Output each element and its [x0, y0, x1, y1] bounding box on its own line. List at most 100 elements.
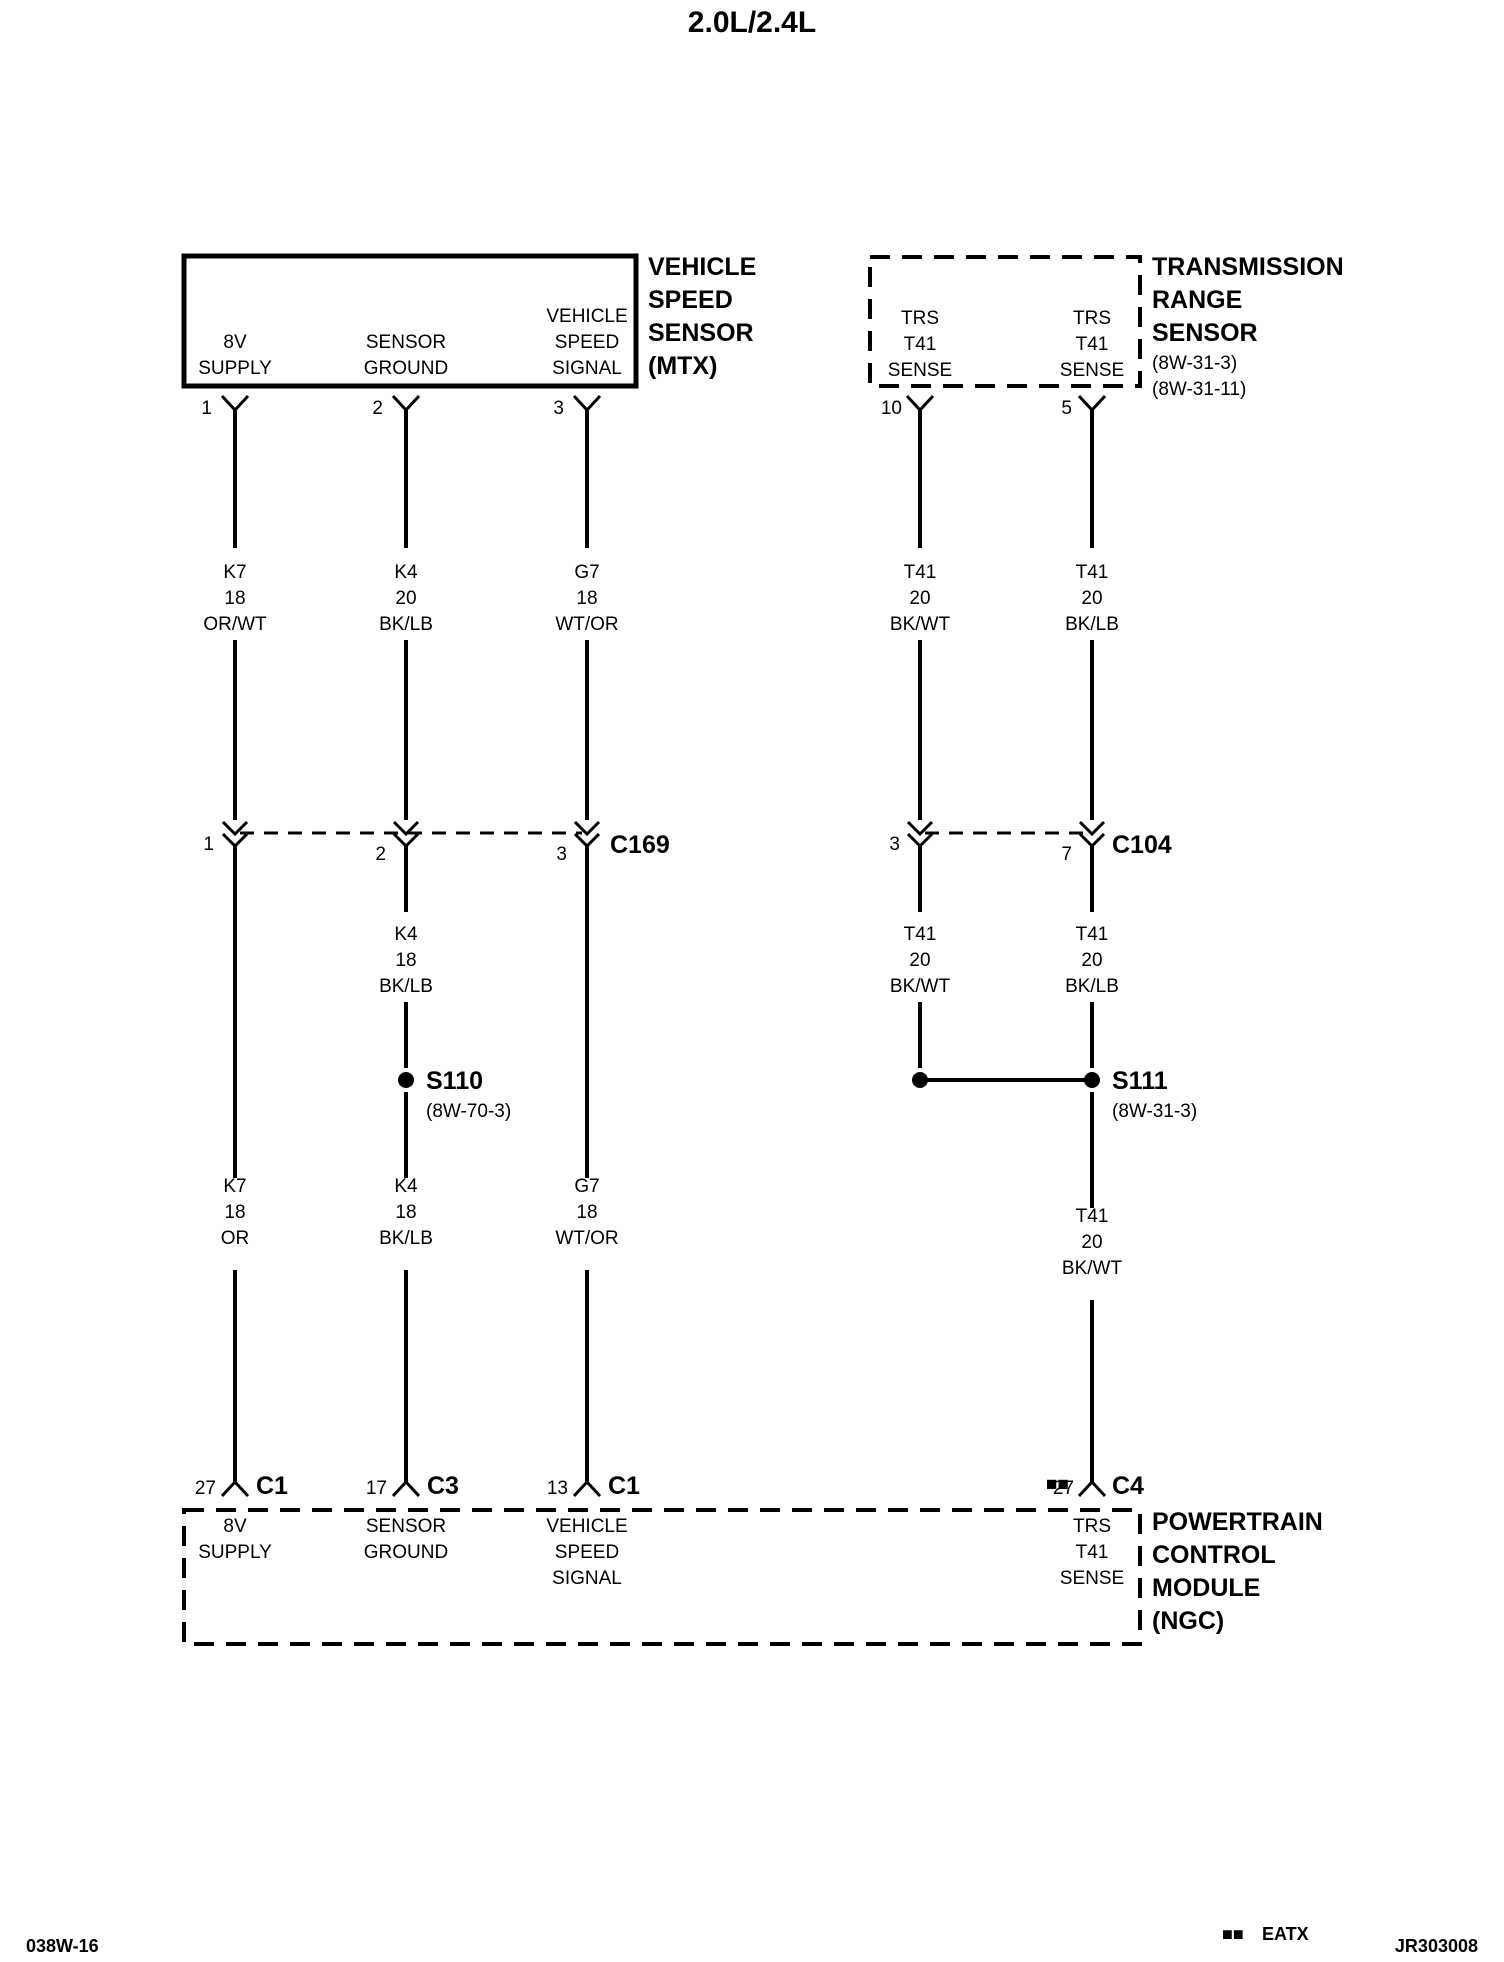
vss-pin-3-label-line-2: SPEED [555, 332, 619, 353]
pcm-name-line-1: POWERTRAIN [1152, 1508, 1323, 1536]
wire-k4-lower-circuit: K4 [394, 1176, 418, 1197]
s111-splice-name: S111 [1112, 1067, 1168, 1095]
s110-splice-name: S110 [426, 1067, 483, 1095]
vss-pin-3-label-line-3: SIGNAL [552, 358, 622, 379]
trs-ref-2: (8W-31-11) [1152, 379, 1246, 400]
wire-k7-lower-color: OR [221, 1228, 250, 1249]
pcm-pin-27-c4-number: 27 [1053, 1478, 1074, 1499]
trs-pin-5-label-line-2: T41 [1076, 334, 1109, 355]
upper-wire-labels: K7 18 OR/WT K4 20 BK/LB G7 18 WT/OR T41 … [203, 562, 1119, 635]
pcm-pin-17-c3-terminal [391, 1479, 421, 1498]
wire-t41-a-upper-color: BK/WT [890, 614, 951, 635]
s111-splice-dot [1084, 1072, 1100, 1088]
wire-g7-upper-circuit: G7 [574, 562, 599, 583]
c169-pin-1-number: 1 [203, 834, 214, 855]
pcm-pin-13-label-line-2: SPEED [555, 1542, 619, 1563]
trs-pin-5-label-line-3: SENSE [1060, 360, 1124, 381]
vss-name-line-3: SENSOR [648, 319, 754, 347]
wire-t41-a-mid-circuit: T41 [904, 924, 937, 945]
footer-diagram-code: JR303008 [1395, 1936, 1478, 1956]
pcm-pin-27-c4-label-line-1: TRS [1073, 1516, 1111, 1537]
pcm-pin-27-label-line-2: SUPPLY [198, 1542, 272, 1563]
page-title: 2.0L/2.4L [688, 6, 816, 39]
wire-t41-lower-gauge: 20 [1081, 1232, 1102, 1253]
wire-t41-b-mid-color: BK/LB [1065, 976, 1119, 997]
footer-page-code: 038W-16 [26, 1936, 99, 1956]
trs-name-line-1: TRANSMISSION [1152, 253, 1344, 281]
vss-name-line-4: (MTX) [648, 352, 717, 380]
wire-k7-upper-circuit: K7 [223, 562, 246, 583]
s110-splice-ref: (8W-70-3) [426, 1101, 511, 1122]
wire-k4-lower-color: BK/LB [379, 1228, 433, 1249]
pcm-pin-13-c1-number: 13 [547, 1478, 568, 1499]
pcm-pin-17-connector: C3 [427, 1472, 459, 1500]
wire-k4-mid-gauge: 18 [395, 950, 416, 971]
pcm-name-line-4: (NGC) [1152, 1607, 1224, 1635]
component-pin-terminals [220, 394, 1107, 416]
wire-t41-a-upper-circuit: T41 [904, 562, 937, 583]
c169-pin-3-number: 3 [556, 844, 567, 865]
wire-t41-b-upper-gauge: 20 [1081, 588, 1102, 609]
pcm-name-line-3: MODULE [1152, 1574, 1260, 1602]
wire-k4-upper-gauge: 20 [395, 588, 416, 609]
transmission-range-sensor-box [868, 255, 1142, 388]
pcm-pin-13-c1-terminal [572, 1479, 602, 1498]
c104-connector-name: C104 [1112, 831, 1172, 859]
c104-pin-3-number: 3 [889, 834, 900, 855]
vehicle-speed-sensor-name: VEHICLE SPEED SENSOR (MTX) [648, 253, 756, 380]
lower-wire-segments [233, 1092, 1094, 1484]
wire-k7-upper-gauge: 18 [224, 588, 245, 609]
wire-k7-lower-gauge: 18 [224, 1202, 245, 1223]
lower-wire-labels: K7 18 OR K4 18 BK/LB G7 18 WT/OR T41 20 … [221, 1176, 1123, 1279]
pcm-pin-27-c4-connector: C4 [1112, 1472, 1144, 1500]
wire-k4-upper-color: BK/LB [379, 614, 433, 635]
wire-g7-upper-gauge: 18 [576, 588, 597, 609]
footer-legend-marker-icon: ■■ [1222, 1924, 1244, 1944]
wire-k7-upper-color: OR/WT [203, 614, 267, 635]
wire-t41-b-mid-gauge: 20 [1081, 950, 1102, 971]
vss-pin-3-number: 3 [553, 398, 564, 419]
wire-t41-a-mid-gauge: 20 [909, 950, 930, 971]
vss-pin-2-number: 2 [372, 398, 383, 419]
wire-t41-b-upper-circuit: T41 [1076, 562, 1109, 583]
pcm-pin-13-label-line-3: SIGNAL [552, 1568, 622, 1589]
pcm-pin-27-c1-number: 27 [195, 1478, 216, 1499]
wire-t41-lower-color: BK/WT [1062, 1258, 1123, 1279]
pcm-pin-27-c1-terminal [220, 1479, 250, 1498]
c169-connector-name: C169 [610, 831, 670, 859]
pcm-pin-terminals [220, 1479, 1107, 1498]
trs-ref-1: (8W-31-3) [1152, 353, 1237, 374]
wire-g7-lower-gauge: 18 [576, 1202, 597, 1223]
wire-t41-b-mid-circuit: T41 [1076, 924, 1109, 945]
middle-wire-labels: K4 18 BK/LB T41 20 BK/WT T41 20 BK/LB [379, 924, 1119, 997]
pcm-pin-27-c4-label-line-2: T41 [1076, 1542, 1109, 1563]
wire-k4-mid-color: BK/LB [379, 976, 433, 997]
c104-pin-7-terminal [1078, 820, 1106, 849]
transmission-range-sensor-name: TRANSMISSION RANGE SENSOR (8W-31-3) (8W-… [1152, 253, 1344, 400]
s111-splice-ref: (8W-31-3) [1112, 1101, 1197, 1122]
trs-pin-10-label-line-1: TRS [901, 308, 939, 329]
c104-pin-7-number: 7 [1061, 844, 1072, 865]
vss-pin-1-label-line-2: SUPPLY [198, 358, 272, 379]
pcm-pin-17-label-line-1: SENSOR [366, 1516, 446, 1537]
vss-pin-3-label-line-1: VEHICLE [546, 306, 627, 327]
powertrain-control-module-name: POWERTRAIN CONTROL MODULE (NGC) [1152, 1508, 1323, 1635]
vehicle-speed-sensor-box [181, 253, 639, 389]
vss-name-line-2: SPEED [648, 286, 733, 314]
vss-pin-2-label-line-1: SENSOR [366, 332, 446, 353]
middle-wire-segments [233, 846, 1094, 1178]
trs-pin-10-label-line-2: T41 [904, 334, 937, 355]
wire-t41-a-mid-color: BK/WT [890, 976, 951, 997]
pcm-pin-17-c3-number: 17 [366, 1478, 387, 1499]
trs-name-line-2: RANGE [1152, 286, 1242, 314]
vss-pin-1-number: 1 [201, 398, 212, 419]
wire-k4-lower-gauge: 18 [395, 1202, 416, 1223]
upper-wire-segments [233, 410, 1094, 820]
wire-t41-a-upper-gauge: 20 [909, 588, 930, 609]
pcm-pin-27-connector: C1 [256, 1472, 288, 1500]
vss-pin-2-label-line-2: GROUND [364, 358, 448, 379]
vss-name-line-1: VEHICLE [648, 253, 756, 281]
eatx-marker-icon: ■■ [1046, 1474, 1069, 1495]
trs-pin-10-number: 10 [881, 398, 902, 419]
